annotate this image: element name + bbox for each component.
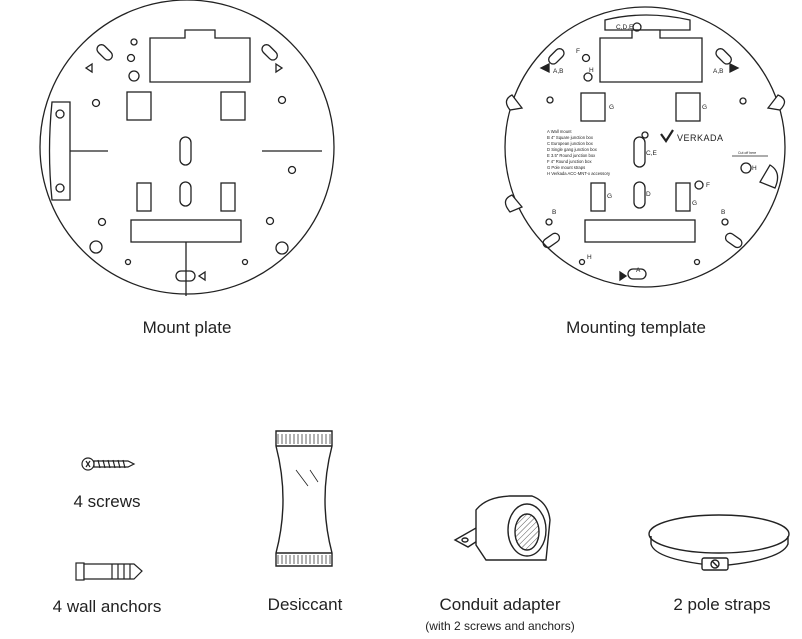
template-legend: A Wall mount B 4" Square junction box C … xyxy=(547,129,611,176)
mounting-template-drawing xyxy=(504,6,786,288)
label-b-left: B xyxy=(552,209,556,216)
label-a: A xyxy=(636,267,641,274)
wall-anchor-drawing xyxy=(75,562,143,581)
caption-conduit-adapter: Conduit adapter xyxy=(439,595,561,614)
template-labels: C,D,E F A,B H A,B G G C,E G D F H G B B … xyxy=(547,24,757,274)
label-h-top: H xyxy=(589,67,594,74)
label-f-right: F xyxy=(706,182,710,189)
caption-conduit-adapter-note: (with 2 screws and anchors) xyxy=(425,619,575,633)
label-h-right: H xyxy=(752,165,757,172)
screw-drawing xyxy=(81,457,136,471)
caption-mount-plate: Mount plate xyxy=(142,318,232,337)
svg-text:D Single gang junction box: D Single gang junction box xyxy=(547,147,598,152)
template-cut-line: Cut off here xyxy=(738,151,756,155)
svg-text:H Verkada ACC-MNT-x accessory: H Verkada ACC-MNT-x accessory xyxy=(547,171,611,176)
caption-mounting-template: Mounting template xyxy=(566,318,706,337)
label-f-top: F xyxy=(576,48,580,55)
label-ab-right: A,B xyxy=(713,68,723,75)
label-ce: C,E xyxy=(646,150,658,157)
label-g-1: G xyxy=(609,104,614,111)
label-g-4: G xyxy=(692,200,697,207)
caption-pole-straps: 2 pole straps xyxy=(673,595,771,614)
caption-wall-anchors: 4 wall anchors xyxy=(52,597,162,616)
svg-text:B 4" Square junction box: B 4" Square junction box xyxy=(547,135,594,140)
caption-desiccant: Desiccant xyxy=(267,595,343,614)
label-cde: C,D,E xyxy=(616,24,634,31)
mount-plate-drawing xyxy=(39,0,335,296)
label-b-right: B xyxy=(721,209,725,216)
desiccant-drawing xyxy=(275,430,333,567)
template-brand: VERKADA xyxy=(677,133,724,143)
svg-text:C European junction box: C European junction box xyxy=(547,141,594,146)
pole-strap-drawing xyxy=(648,514,790,571)
svg-text:F 4" Round junction box: F 4" Round junction box xyxy=(547,159,592,164)
label-h-bottom: H xyxy=(587,254,592,261)
label-d: D xyxy=(646,191,651,198)
label-ab-left: A,B xyxy=(553,68,563,75)
caption-screws: 4 screws xyxy=(73,492,141,511)
svg-text:A Wall mount: A Wall mount xyxy=(547,129,572,134)
svg-text:G Pole mount straps: G Pole mount straps xyxy=(547,165,585,170)
svg-text:E 3.5" Round junction box: E 3.5" Round junction box xyxy=(547,153,596,158)
label-g-3: G xyxy=(607,193,612,200)
conduit-adapter-drawing xyxy=(453,495,551,561)
label-g-2: G xyxy=(702,104,707,111)
